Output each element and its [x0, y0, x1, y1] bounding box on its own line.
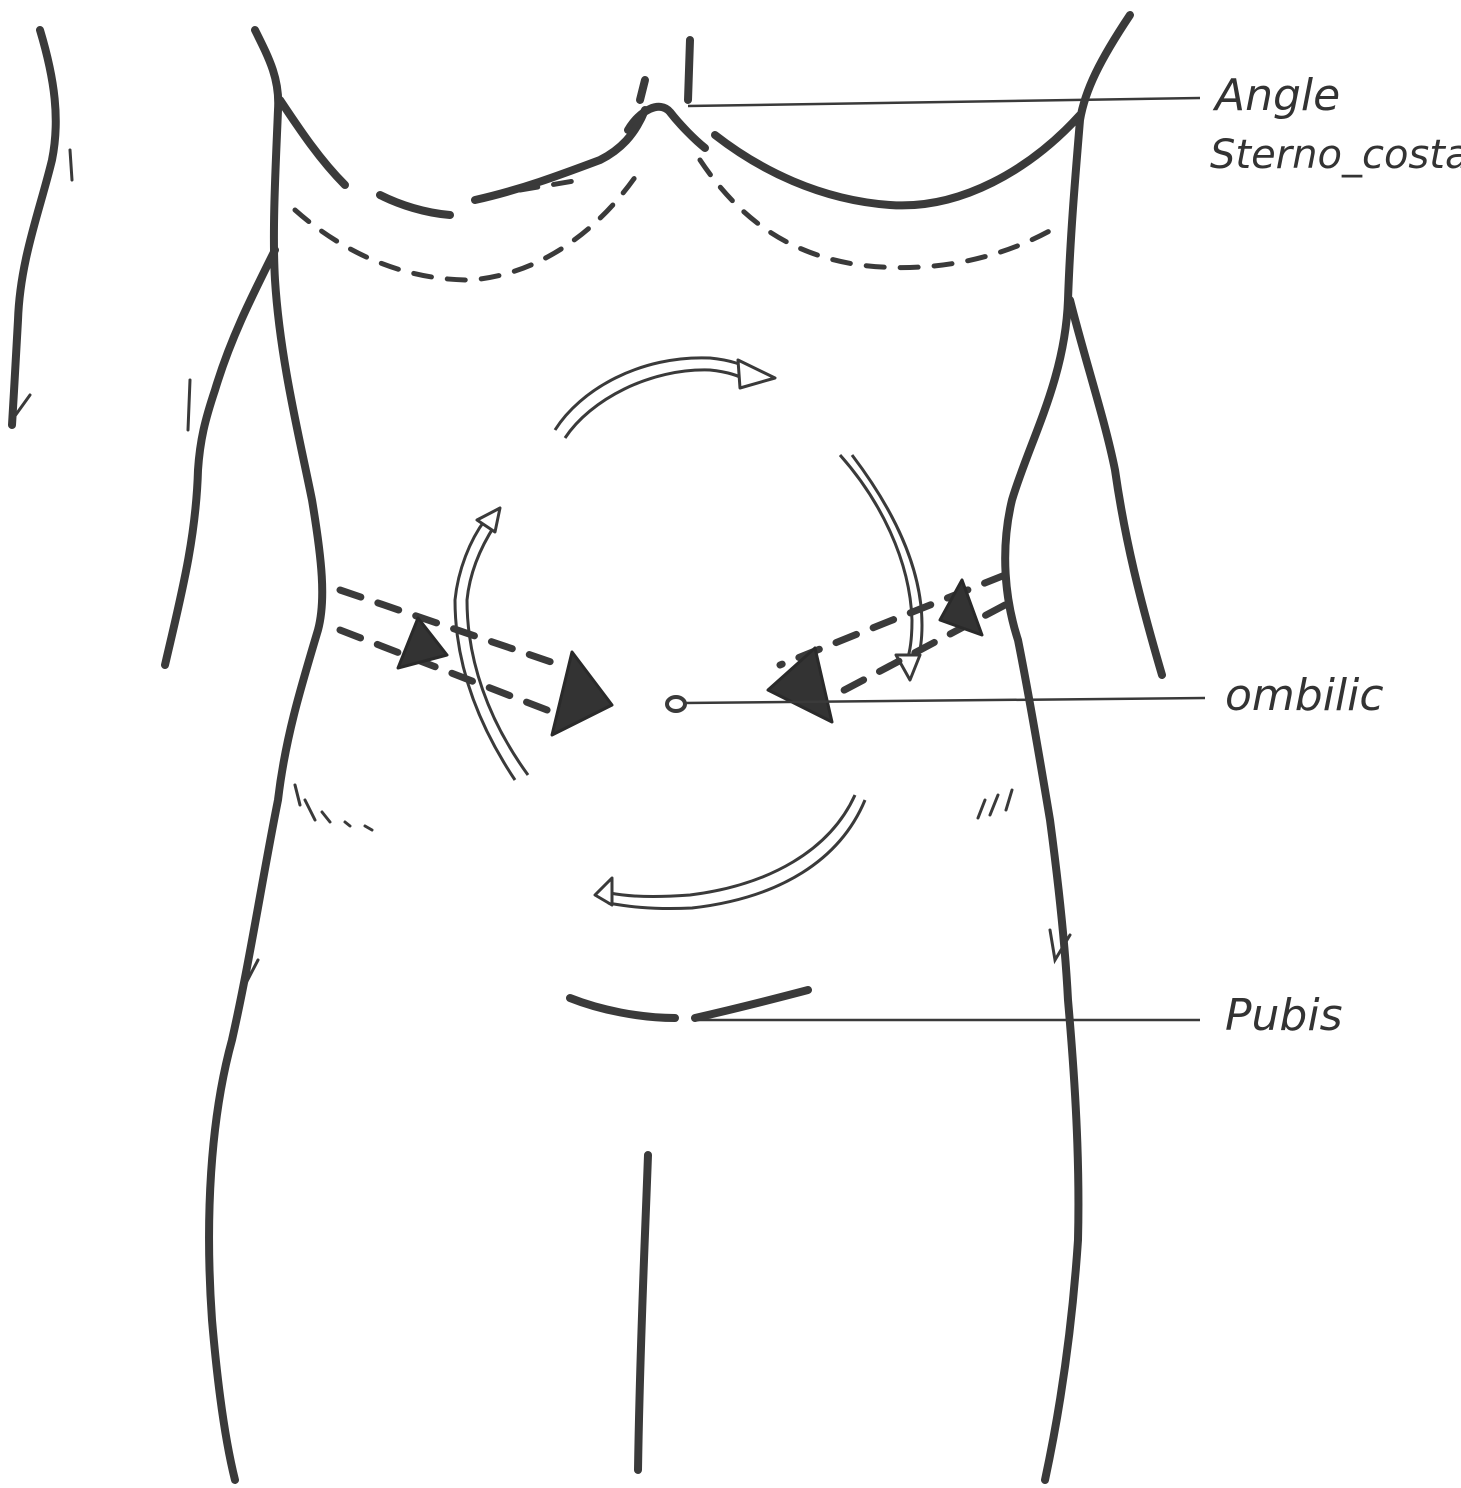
label-angle: Angle: [1212, 70, 1340, 121]
iliac-marks: [295, 785, 1012, 830]
left-arm: [12, 30, 72, 425]
torso-right-outline: [1005, 15, 1162, 1480]
umbilicus-mark: [667, 697, 685, 711]
circular-arrow-top: [555, 358, 775, 438]
leader-lines: [684, 98, 1205, 1020]
circular-arrow-right: [840, 455, 922, 680]
circular-arrow-bottom: [595, 795, 865, 909]
chest-curves: [280, 100, 1080, 215]
rib-margin-dashed: [295, 160, 1060, 280]
label-umbilicus: ombilic: [1225, 670, 1384, 721]
leg-separation: [638, 1155, 648, 1470]
left-lateral-pushes: [340, 590, 612, 735]
pubis-mark: [570, 990, 808, 1018]
label-pubis: Pubis: [1225, 990, 1343, 1041]
label-sternocostal: Sterno_costal: [1210, 132, 1461, 178]
sternum-notch: [628, 40, 705, 148]
torso-left-outline: [165, 30, 322, 1480]
